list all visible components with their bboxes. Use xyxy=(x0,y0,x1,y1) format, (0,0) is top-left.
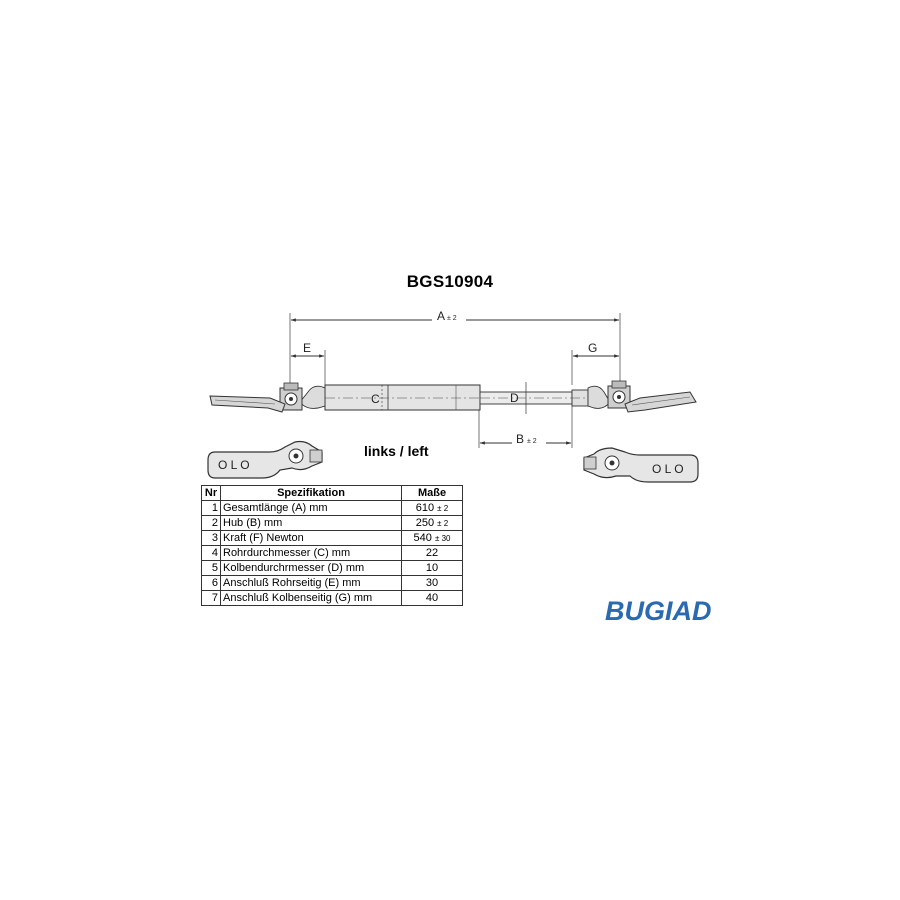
row-value: 10 xyxy=(401,560,463,576)
dimension-a: A ± 2 xyxy=(289,309,621,388)
tolerance: ± 2 xyxy=(437,503,449,513)
right-bracket-lettering: O L O xyxy=(652,462,684,476)
dimension-a-label: A xyxy=(437,309,445,323)
row-spec: Gesamtlänge (A) mm xyxy=(220,500,402,516)
dimension-a-tolerance: ± 2 xyxy=(447,315,457,322)
row-nr: 5 xyxy=(201,560,221,576)
row-value: 540 ± 30 xyxy=(401,530,463,546)
cylinder-tube: C xyxy=(324,384,481,411)
row-nr: 4 xyxy=(201,545,221,561)
tolerance: ± 30 xyxy=(434,533,451,543)
row-spec: Anschluß Rohrseitig (E) mm xyxy=(220,575,402,591)
header-spezifikation: Spezifikation xyxy=(220,485,402,501)
row-value: 250 ± 2 xyxy=(401,515,463,531)
row-spec: Anschluß Kolbenseitig (G) mm xyxy=(220,590,402,606)
table-row: 1 Gesamtlänge (A) mm 610 ± 2 xyxy=(201,500,463,516)
row-nr: 6 xyxy=(201,575,221,591)
dimension-b: B ± 2 xyxy=(478,405,573,448)
dimension-d-label: D xyxy=(510,391,519,405)
dimension-e-label: E xyxy=(303,341,311,355)
value: 610 xyxy=(415,501,435,514)
header-nr: Nr xyxy=(201,485,221,501)
dimension-g-label: G xyxy=(588,341,597,355)
row-value: 30 xyxy=(401,575,463,591)
piston-rod: D xyxy=(479,382,589,414)
bugiad-logo: BUGIAD xyxy=(605,596,712,626)
row-nr: 1 xyxy=(201,500,221,516)
table-header-row: Nr Spezifikation Maße xyxy=(201,485,463,501)
row-value: 610 ± 2 xyxy=(401,500,463,516)
right-bracket: O L O xyxy=(583,447,699,483)
dimension-e: E xyxy=(290,341,326,385)
table-row: 5 Kolbendurchrmesser (D) mm 10 xyxy=(201,560,463,576)
value: 250 xyxy=(415,516,435,529)
row-value: 22 xyxy=(401,545,463,561)
left-end-fitting xyxy=(209,382,326,413)
left-bracket-lettering: O L O xyxy=(218,458,250,472)
table-row: 7 Anschluß Kolbenseitig (G) mm 40 xyxy=(201,590,463,606)
left-bracket: O L O xyxy=(207,440,323,479)
row-nr: 3 xyxy=(201,530,221,546)
right-end-fitting xyxy=(587,380,697,413)
tolerance: ± 2 xyxy=(437,518,449,528)
table-row: 2 Hub (B) mm 250 ± 2 xyxy=(201,515,463,531)
row-spec: Hub (B) mm xyxy=(220,515,402,531)
dimension-c-label: C xyxy=(371,392,380,406)
dimension-b-label: B xyxy=(516,432,524,446)
dimension-b-tolerance: ± 2 xyxy=(527,438,537,445)
table-row: 6 Anschluß Rohrseitig (E) mm 30 xyxy=(201,575,463,591)
side-label: links / left xyxy=(364,443,429,459)
part-number-title: BGS10904 xyxy=(406,272,494,291)
table-row: 4 Rohrdurchmesser (C) mm 22 xyxy=(201,545,463,561)
specification-table: Nr Spezifikation Maße 1 Gesamtlänge (A) … xyxy=(201,485,463,606)
row-nr: 7 xyxy=(201,590,221,606)
header-masse: Maße xyxy=(401,485,463,501)
row-nr: 2 xyxy=(201,515,221,531)
row-spec: Rohrdurchmesser (C) mm xyxy=(220,545,402,561)
table-row: 3 Kraft (F) Newton 540 ± 30 xyxy=(201,530,463,546)
row-value: 40 xyxy=(401,590,463,606)
value: 540 xyxy=(413,531,432,544)
dimension-g: G xyxy=(571,341,620,385)
row-spec: Kraft (F) Newton xyxy=(220,530,402,546)
row-spec: Kolbendurchrmesser (D) mm xyxy=(220,560,402,576)
